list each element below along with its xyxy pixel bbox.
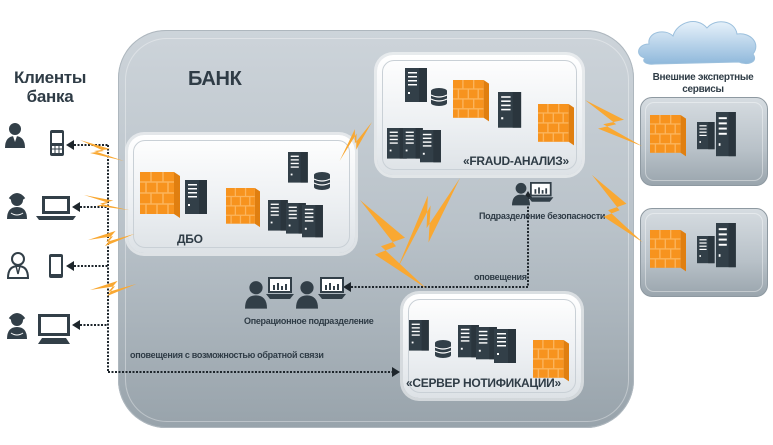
security-dept-label: Подразделение безопасности <box>479 211 606 221</box>
dbo-label: ДБО <box>177 232 203 246</box>
external-title-line1: Внешние экспертные <box>652 72 754 83</box>
external-services-title: Внешние экспертные сервисы <box>648 72 758 96</box>
external-equipment <box>649 112 736 273</box>
operations-dept-label: Операционное подразделение <box>244 316 374 326</box>
server-icon <box>494 329 516 363</box>
database-icon <box>313 171 331 191</box>
server-icon <box>420 130 441 163</box>
notification-equipment <box>409 320 570 383</box>
cloud-icon <box>638 21 757 65</box>
external-title-line2: сервисы <box>682 84 724 95</box>
mobile-phone-icon <box>50 130 64 156</box>
server-icon <box>498 92 522 128</box>
client-dotted-connectors <box>74 144 529 373</box>
clients-title-line2: банка <box>26 87 74 106</box>
lightning-icon <box>360 200 426 289</box>
server-icon <box>476 327 497 360</box>
client-3 <box>6 252 63 279</box>
server-icon <box>697 236 715 264</box>
firewall-icon <box>225 187 261 228</box>
operations-dept-icon <box>245 277 346 309</box>
person-man-suit-icon <box>5 123 25 148</box>
database-icon <box>434 339 452 359</box>
person-woman-icon <box>7 193 27 219</box>
dbo-equipment <box>139 152 331 238</box>
security-dept-icon <box>512 182 554 206</box>
desktop-computer-icon <box>38 314 70 344</box>
firewall-icon <box>139 171 181 219</box>
laptop-icon <box>36 196 76 220</box>
server-icon <box>185 180 207 214</box>
smartphone-icon <box>49 254 63 278</box>
client-4 <box>7 313 70 344</box>
clients-title: Клиенты банка <box>10 68 90 106</box>
alerts-label: оповещения <box>474 272 527 282</box>
lightning-icon <box>592 175 643 243</box>
client-1 <box>5 123 64 156</box>
server-icon <box>458 325 479 358</box>
server-icon <box>302 205 323 238</box>
bank-title: БАНК <box>188 68 242 90</box>
person-woman-icon <box>7 313 27 339</box>
fraud-equipment <box>387 68 575 163</box>
database-icon <box>430 87 448 107</box>
firewall-icon <box>537 103 575 147</box>
feedback-alerts-label: оповещения с возможностью обратной связи <box>130 350 324 360</box>
lightning-icon <box>396 169 460 278</box>
firewall-icon <box>649 229 687 273</box>
server-icon <box>409 320 429 351</box>
lightning-icon <box>90 264 137 310</box>
lightning-icon <box>585 100 643 147</box>
server-icon <box>403 128 423 159</box>
person-man-shirt-icon <box>6 252 30 279</box>
clients-title-line1: Клиенты <box>13 68 87 87</box>
server-icon <box>268 200 288 231</box>
lightning-icon <box>88 214 135 260</box>
server-icon <box>716 223 736 268</box>
server-icon <box>288 152 308 183</box>
firewall-icon <box>649 114 687 158</box>
firewall-icon <box>532 339 570 383</box>
server-icon <box>716 112 736 157</box>
lightning-icon <box>84 191 130 214</box>
firewall-icon <box>452 79 490 123</box>
server-icon <box>697 122 715 150</box>
client-2 <box>7 193 76 220</box>
notification-server-label: «СЕРВЕР НОТИФИКАЦИИ» <box>406 376 561 390</box>
server-icon <box>405 68 427 102</box>
lightning-icon <box>80 140 124 161</box>
lightning-icon <box>339 117 372 166</box>
fraud-analysis-label: «FRAUD-АНАЛИЗ» <box>463 154 569 168</box>
